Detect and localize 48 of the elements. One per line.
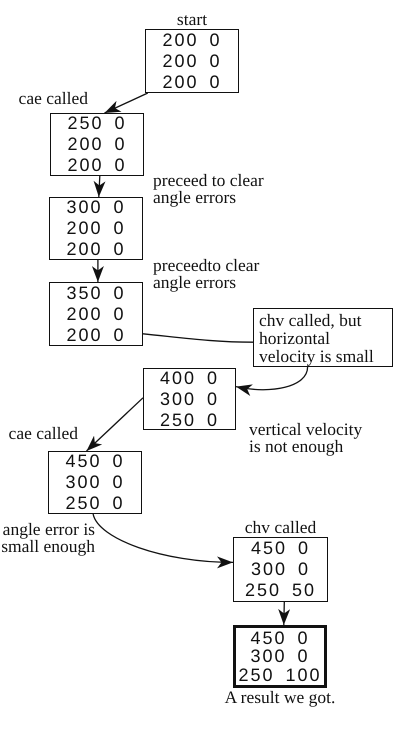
box-heading: chv called [244,519,316,536]
value-row: 450 0 [65,451,125,472]
value-row: 200 0 [66,324,126,346]
state-box [48,451,142,514]
value-row: 200 0 [162,72,222,92]
arrow [92,260,104,282]
arrow [94,176,106,198]
value-row: 250 0 [65,493,125,514]
caption-text: A result we got. [224,689,336,706]
value-row: 450 0 [250,628,310,648]
value-row: 300 0 [250,647,310,666]
note-text: chv called, but horizontal velocity is small [259,310,375,364]
value-row: 450 0 [250,538,310,559]
state-box [49,282,143,346]
edge-label: cae called [17,90,88,107]
state-box [50,113,144,176]
edge-label: preceed to clear angle errors [153,172,265,206]
value-row: 200 0 [66,304,126,324]
value-row: 250 100 [238,666,322,684]
edge-label: cae called [7,425,78,442]
value-row: 250 0 [67,113,127,134]
value-row: 300 0 [65,472,125,493]
state-box [49,197,143,260]
value-row: 200 0 [67,134,127,155]
value-row: 200 0 [67,155,127,176]
arrow [278,602,290,626]
edge-label: angle error is small enough [0,521,95,555]
value-row: 200 0 [162,50,222,72]
value-row: 400 0 [160,368,220,388]
value-row: 300 0 [66,197,126,218]
box-heading: start [176,11,208,28]
arrow [104,92,148,114]
value-row: 250 50 [244,580,316,601]
edge-label: vertical velocity is not enough [249,421,364,455]
value-row: 300 0 [250,559,310,580]
note-box [253,308,393,367]
arrow [92,514,234,568]
value-row: 250 0 [160,410,220,430]
value-row: 200 0 [162,30,222,50]
state-box [143,368,236,430]
connector-line [142,333,253,343]
arrow [236,366,308,396]
value-row: 200 0 [66,218,126,239]
arrow [86,397,144,452]
value-row: 200 0 [66,239,126,260]
edge-label: preceedto clear angle errors [153,257,261,291]
value-row: 300 0 [160,388,220,410]
value-row: 350 0 [66,282,126,304]
